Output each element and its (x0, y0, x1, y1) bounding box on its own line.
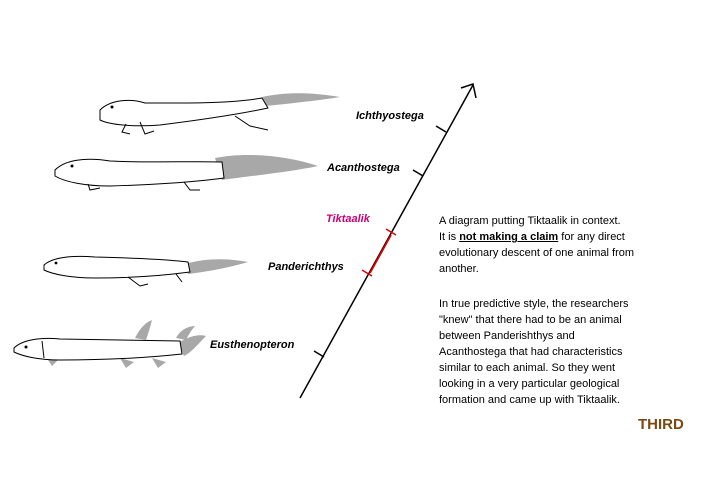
label-eusthenopteron: Eusthenopteron (210, 339, 295, 351)
timeline-arrowhead (460, 83, 477, 99)
paragraph-line: looking in a very particular geological (439, 378, 620, 390)
label-acanthostega: Acanthostega (327, 162, 400, 174)
label-panderichthys: Panderichthys (268, 261, 344, 273)
paragraph-line: similar to each animal. So they went (439, 362, 616, 374)
caption-line: A diagram putting Tiktaalik in context. (439, 215, 621, 227)
label-tiktaalik: Tiktaalik (326, 213, 370, 225)
paragraph-line: formation and came up with Tiktaalik. (439, 394, 620, 406)
tick-panderichthys (361, 269, 373, 277)
paragraph-block: In true predictive style, the researcher… (439, 296, 689, 408)
paragraph-line: "knew" that there had to be an animal (439, 314, 622, 326)
stamp-third: THIRD (638, 416, 684, 433)
tick-acanthostega (412, 169, 424, 177)
tick-tiktaalik (385, 228, 397, 236)
caption-rest: for any direct (561, 231, 625, 243)
tiktaalik-segment (369, 234, 392, 274)
caption-line: It is not making a claim for any direct (439, 229, 689, 245)
tick-ichthyostega (435, 125, 447, 133)
ichthyostega-drawing (99, 93, 340, 135)
caption-it-is: It is (439, 231, 457, 243)
panderichthys-drawing (43, 255, 248, 287)
caption-claim: not making a claim (459, 231, 559, 243)
tick-eusthenopteron (313, 350, 325, 358)
paragraph-line: In true predictive style, the researcher… (439, 298, 629, 310)
caption-line: another. (439, 263, 479, 275)
label-ichthyostega: Ichthyostega (356, 110, 424, 122)
paragraph-line: Acanthostega that had characteristics (439, 346, 623, 358)
caption-line: evolutionary descent of one animal from (439, 247, 635, 259)
caption-block: A diagram putting Tiktaalik in context. … (439, 213, 689, 277)
paragraph-line: between Panderishthys and (439, 330, 575, 342)
eusthenopteron-drawing (13, 320, 206, 368)
acanthostega-drawing (54, 154, 318, 191)
